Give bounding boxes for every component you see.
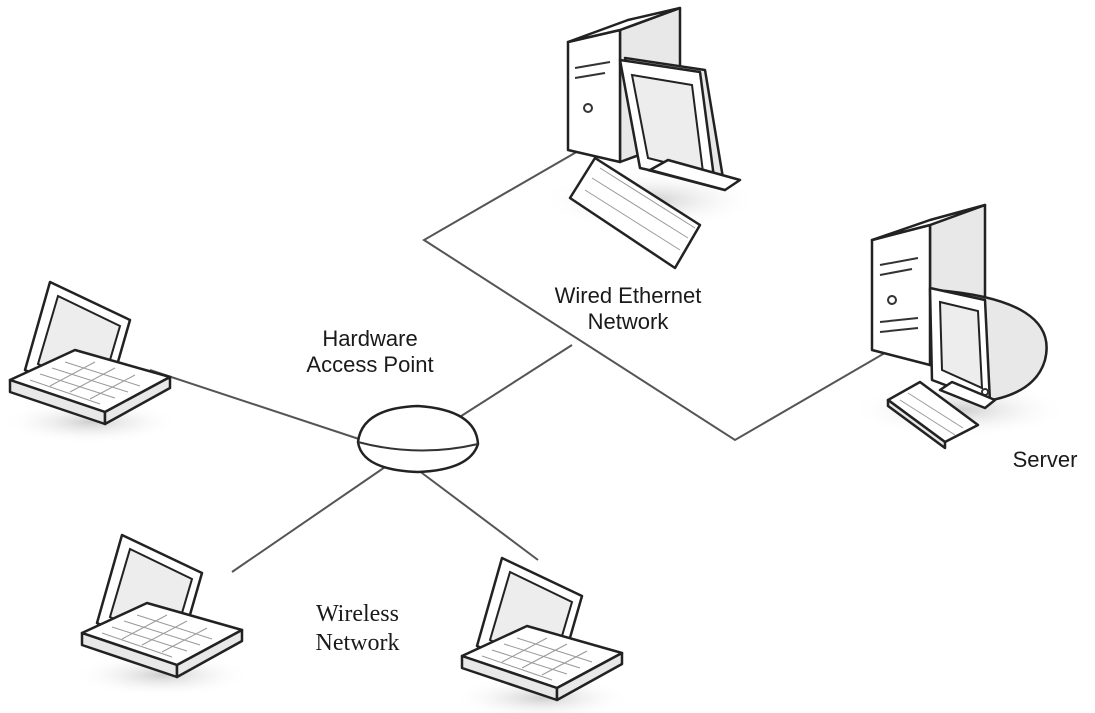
laptop-icon: [0, 280, 182, 446]
laptop-icon: [450, 556, 634, 713]
connection-lines: [149, 149, 891, 573]
access-point-icon: [356, 404, 480, 474]
link-ap-to-laptop-bottom-left: [231, 464, 389, 573]
access-point-label: Hardware Access Point: [270, 326, 470, 379]
laptop-icon: [70, 533, 254, 699]
access-point-label-line1: Hardware: [322, 326, 418, 351]
wired-network-label-line2: Network: [587, 309, 669, 335]
wired-network-label-line1: Wired Ethernet: [554, 283, 702, 308]
wireless-network-label-line1: Wireless: [315, 601, 399, 627]
wireless-network-label-line2: Network: [315, 629, 400, 656]
wired-network-label: Wired Ethernet Network: [528, 283, 728, 336]
access-point-label-line2: Access Point: [306, 352, 434, 378]
ethernet-backbone: [422, 149, 891, 442]
server-icon: [850, 203, 1070, 450]
wireless-network-label: Wireless Network: [270, 600, 445, 658]
link-ap-to-laptop-top-left: [149, 369, 363, 441]
link-ap-to-ethernet: [454, 344, 573, 421]
desktop-workstation-icon: [540, 6, 760, 270]
server-label: Server: [1012, 447, 1078, 472]
link-ap-to-laptop-bottom-right: [417, 469, 539, 561]
